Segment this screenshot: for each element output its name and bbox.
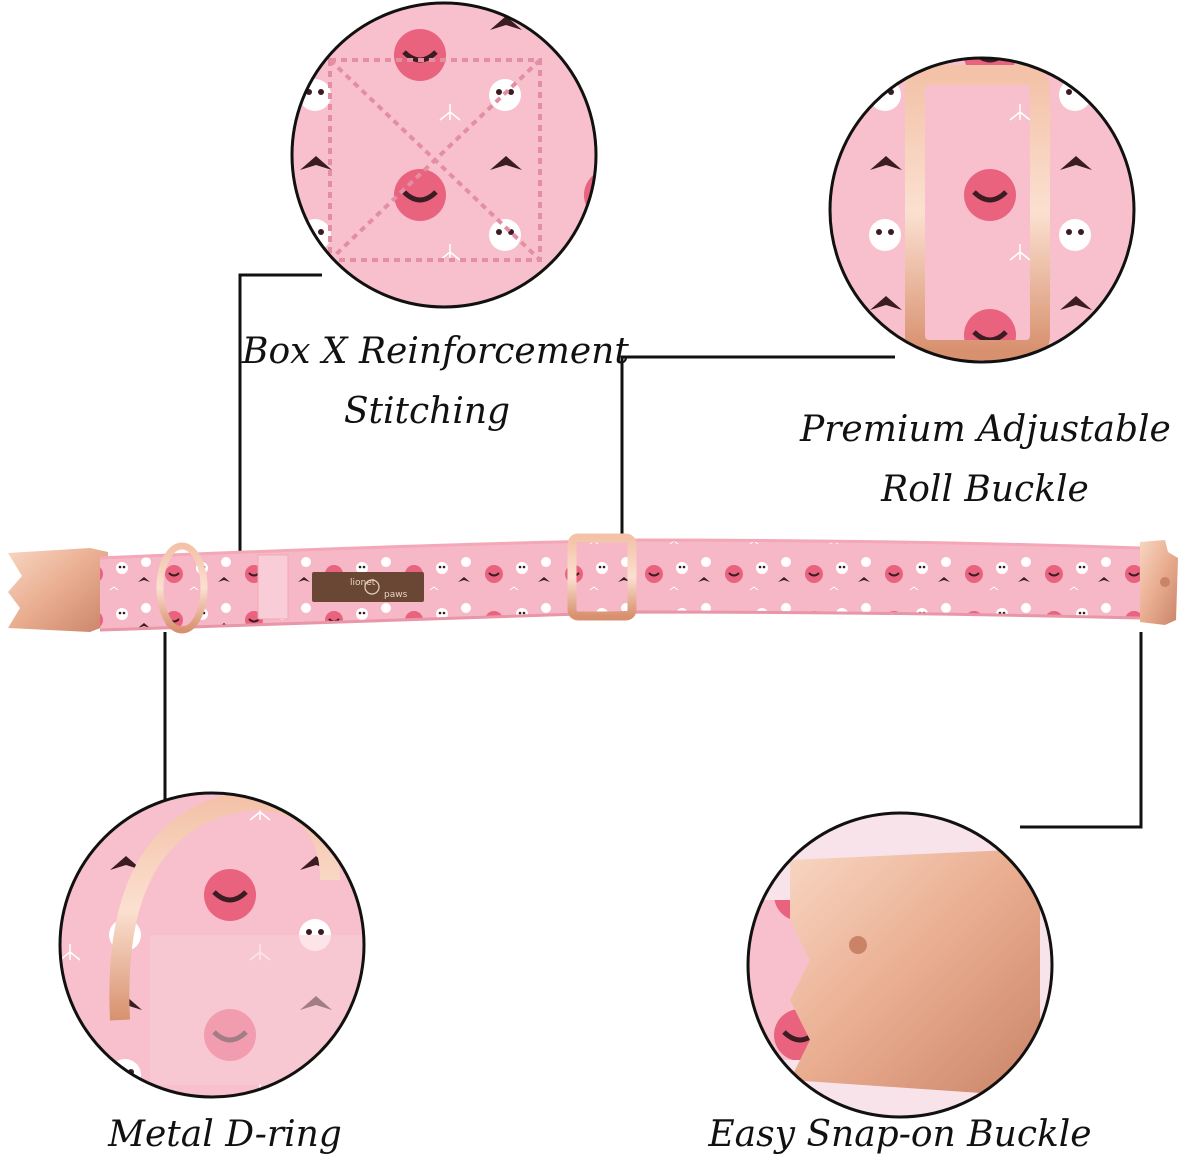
detail-circle-d-ring — [58, 791, 366, 1099]
callout-d-ring-line1: Metal D-ring — [108, 1114, 342, 1155]
leader-line-box-x — [238, 273, 322, 555]
leader-line-roll-buckle — [620, 355, 895, 540]
right-snap-buckle — [1140, 540, 1178, 625]
collar-band — [100, 540, 1140, 630]
callout-roll-buckle-line2: Roll Buckle — [881, 469, 1089, 510]
d-ring — [156, 542, 208, 634]
callout-roll-buckle: Premium Adjustable Roll Buckle — [800, 400, 1171, 520]
detail-circle-snap-buckle-border — [746, 811, 1054, 1119]
detail-circle-snap-buckle — [746, 811, 1054, 1119]
detail-circle-roll-buckle-border — [828, 56, 1136, 364]
callout-d-ring: Metal D-ring — [95, 1105, 355, 1165]
callout-box-x: Box X Reinforcement Stitching — [242, 322, 629, 442]
detail-circle-box-x-border — [290, 1, 598, 309]
callout-snap-buckle-line1: Easy Snap-on Buckle — [708, 1114, 1092, 1155]
callout-snap-buckle: Easy Snap-on Buckle — [705, 1105, 1095, 1165]
leader-lines — [163, 273, 1143, 829]
callout-box-x-line1: Box X Reinforcement — [242, 331, 629, 372]
detail-circle-box-x — [290, 1, 598, 309]
detail-circle-roll-buckle — [828, 56, 1136, 364]
callout-roll-buckle-line1: Premium Adjustable — [800, 409, 1171, 450]
roll-buckle — [567, 533, 637, 621]
brand-tag — [312, 572, 424, 602]
brand-tag-text-top: lionet — [350, 578, 376, 588]
dog-collar: lionet paws — [8, 533, 1178, 634]
callout-box-x-line2: Stitching — [343, 391, 511, 432]
detail-circle-d-ring-border — [58, 791, 366, 1099]
leader-line-snap-buckle — [1020, 632, 1143, 829]
left-snap-buckle — [8, 548, 108, 632]
brand-tag-text-bottom: paws — [384, 590, 408, 600]
stitch-patch — [257, 554, 289, 620]
